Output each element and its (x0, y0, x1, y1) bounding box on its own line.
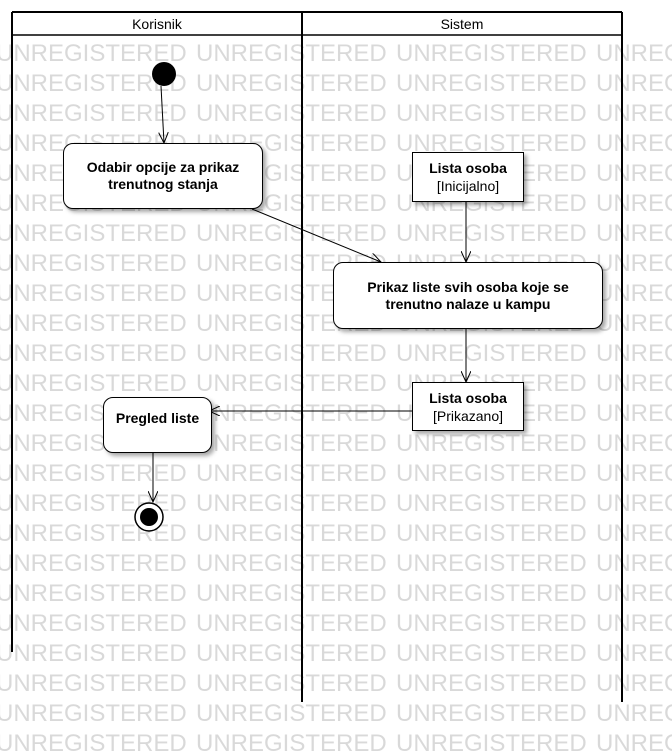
action-prikaz-liste-label: Prikaz liste svih osoba koje se trenutno… (367, 278, 569, 312)
watermark-text: UNREGISTERED (196, 370, 387, 397)
watermark-text: UNREGISTERED (596, 250, 672, 277)
watermark-text: UNREGISTERED (596, 640, 672, 667)
watermark-text: UNREGISTERED (396, 700, 587, 727)
watermark-text: UNREGISTERED (196, 550, 387, 577)
watermark-text: UNREGISTERED (0, 580, 187, 607)
watermark-text: UNREGISTERED (596, 550, 672, 577)
watermark-text: UNREGISTERED (596, 730, 672, 752)
watermark-text: UNREGISTERED (0, 370, 187, 397)
lane-header-sistem: Sistem (440, 16, 484, 32)
watermark-text: UNREGISTERED (0, 700, 187, 727)
swimlane-frame (11, 11, 623, 702)
watermark-text: UNREGISTERED (196, 610, 387, 637)
watermark-text: UNREGISTERED (396, 670, 587, 697)
action-odabir-opcije-label: Odabir opcije za prikaz trenutnog stanja (86, 159, 240, 192)
watermark-text: UNREGISTERED (396, 520, 587, 547)
watermark-text: UNREGISTERED (396, 430, 587, 457)
flow-odabir-to-prikaz (251, 208, 381, 262)
watermark-text: UNREGISTERED (0, 460, 187, 487)
watermark-text: UNREGISTERED (396, 580, 587, 607)
watermark-text: UNREGISTERED (0, 730, 187, 752)
watermark-text: UNREGISTERED (396, 220, 587, 247)
action-pregled-liste-label: Pregled liste (115, 410, 200, 426)
watermark-text: UNREGISTERED (196, 40, 387, 67)
watermark-text: UNREGISTERED (596, 460, 672, 487)
watermark-text: UNREGISTERED (396, 100, 587, 127)
object-title: Lista osoba (429, 389, 507, 406)
final-node-inner (140, 508, 158, 526)
watermark-text: UNREGISTERED (0, 550, 187, 577)
watermark-text: UNREGISTERED (396, 490, 587, 517)
watermark-text: UNREGISTERED (596, 310, 672, 337)
watermark-text: UNREGISTERED (596, 340, 672, 367)
watermark-text: UNREGISTERED (396, 640, 587, 667)
watermark-text: UNREGISTERED (0, 220, 187, 247)
watermark-text: UNREGISTERED (0, 610, 187, 637)
control-flows (153, 85, 466, 502)
watermark-text: UNREGISTERED (396, 340, 587, 367)
watermark-text: UNREGISTERED (596, 610, 672, 637)
watermark-text: UNREGISTERED (396, 730, 587, 752)
watermark-text: UNREGISTERED (596, 670, 672, 697)
watermark-text: UNREGISTERED (396, 610, 587, 637)
watermark-text: UNREGISTERED (396, 460, 587, 487)
lane-header-korisnik: Korisnik (132, 16, 182, 32)
watermark-text: UNREGISTERED (0, 250, 187, 277)
watermark-text: UNREGISTERED (0, 670, 187, 697)
watermark-text: UNREGISTERED (596, 700, 672, 727)
watermark-text: UNREGISTERED (596, 370, 672, 397)
watermark-text: UNREGISTERED (196, 640, 387, 667)
watermark-text: UNREGISTERED (596, 220, 672, 247)
watermark-text: UNREGISTERED (0, 340, 187, 367)
flow-start-to-odabir (161, 85, 164, 143)
watermark-text: UNREGISTERED (196, 730, 387, 752)
object-state: [Prikazano] (432, 407, 504, 424)
object-lista-osoba-inicijalno[interactable]: Lista osoba [Inicijalno] (412, 152, 524, 202)
watermark-text: UNREGISTERED (196, 430, 387, 457)
watermark-text: UNREGISTERED (596, 430, 672, 457)
watermark-text: UNREGISTERED (0, 640, 187, 667)
watermark-text: UNREGISTERED (596, 100, 672, 127)
watermark-text: UNREGISTERED (0, 310, 187, 337)
watermark-text: UNREGISTERED (196, 340, 387, 367)
watermark-text: UNREGISTERED (596, 520, 672, 547)
watermark-text: UNREGISTERED (596, 130, 672, 157)
watermark-text: UNREGISTERED (196, 70, 387, 97)
watermark-text: UNREGISTERED (596, 70, 672, 97)
watermark-text: UNREGISTERED (0, 100, 187, 127)
watermark-text: UNREGISTERED (196, 220, 387, 247)
object-lista-osoba-prikazano[interactable]: Lista osoba [Prikazano] (412, 382, 524, 431)
action-prikaz-liste[interactable]: Prikaz liste svih osoba koje se trenutno… (333, 262, 603, 329)
watermark-text: UNREGISTERED (196, 100, 387, 127)
watermark-text: UNREGISTERED (396, 70, 587, 97)
watermark-text: UNREGISTERED (596, 490, 672, 517)
watermark-text: UNREGISTERED (196, 700, 387, 727)
watermark-text: UNREGISTERED (0, 280, 187, 307)
watermark-text: UNREGISTERED (596, 580, 672, 607)
action-odabir-opcije[interactable]: Odabir opcije za prikaz trenutnog stanja (63, 143, 263, 209)
watermark-text: UNREGISTERED (396, 40, 587, 67)
watermark-text: UNREGISTERED (596, 400, 672, 427)
watermark-text: UNREGISTERED (596, 190, 672, 217)
watermark-text: UNREGISTERED (396, 550, 587, 577)
watermark-text: UNREGISTERED (596, 40, 672, 67)
watermark-text: UNREGISTERED (596, 280, 672, 307)
initial-node (152, 62, 176, 86)
watermark-text: UNREGISTERED (596, 160, 672, 187)
action-pregled-liste[interactable]: Pregled liste (103, 397, 212, 453)
watermark-text: UNREGISTERED (196, 460, 387, 487)
watermark-text: UNREGISTERED (196, 520, 387, 547)
watermark-text: UNREGISTERED (196, 400, 387, 427)
object-title: Lista osoba (429, 160, 507, 176)
watermark-text: UNREGISTERED (196, 490, 387, 517)
watermark-text: UNREGISTERED (196, 580, 387, 607)
object-state: [Inicijalno] (436, 178, 500, 194)
watermark-text: UNREGISTERED (0, 40, 187, 67)
watermark-text: UNREGISTERED (196, 670, 387, 697)
